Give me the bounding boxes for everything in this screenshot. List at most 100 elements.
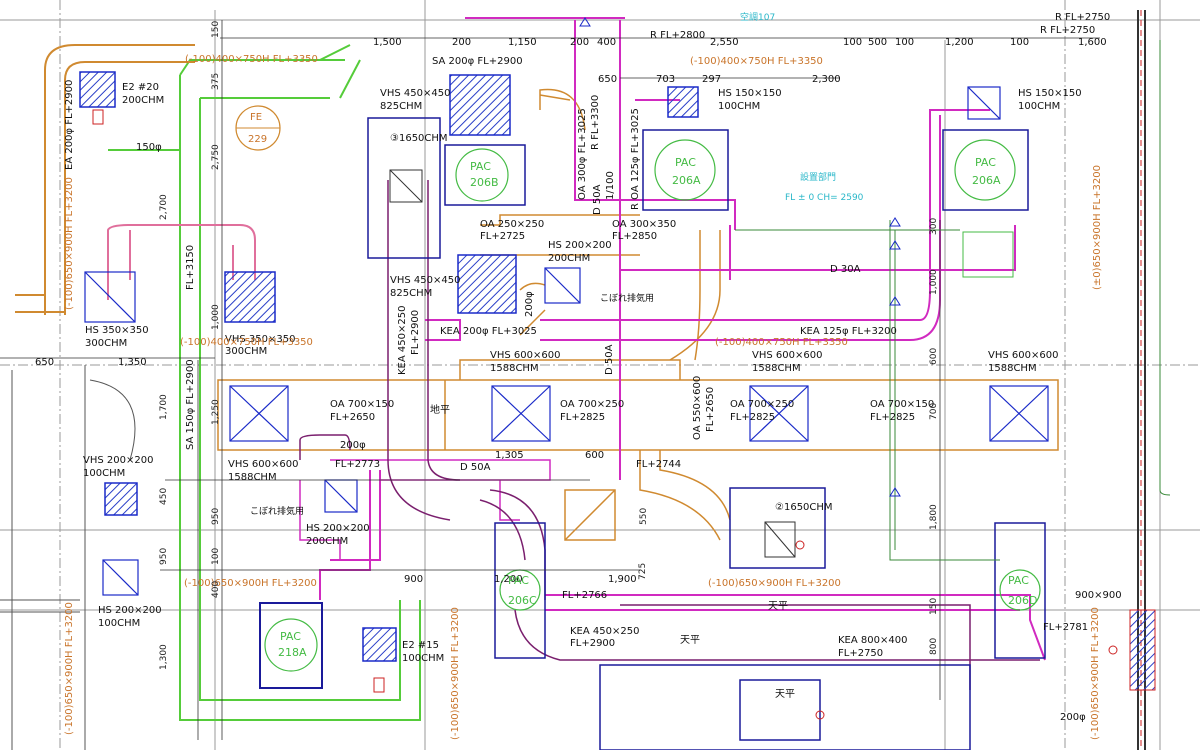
svg-text:206C: 206C: [508, 594, 537, 607]
svg-text:1588CHM: 1588CHM: [752, 363, 801, 374]
svg-text:703: 703: [656, 74, 675, 85]
svg-text:1588CHM: 1588CHM: [988, 363, 1037, 374]
svg-text:150: 150: [211, 21, 221, 38]
svg-text:EA 200φ FL+2900: EA 200φ FL+2900: [64, 80, 75, 170]
svg-text:FL+2825: FL+2825: [870, 412, 915, 423]
svg-text:FL+2650: FL+2650: [330, 412, 375, 423]
svg-text:FL+2900: FL+2900: [570, 638, 615, 649]
svg-text:こぼれ排気用: こぼれ排気用: [600, 292, 654, 304]
svg-text:206A: 206A: [972, 174, 1001, 187]
svg-text:825CHM: 825CHM: [380, 101, 422, 112]
svg-text:R OA 125φ FL+3025: R OA 125φ FL+3025: [630, 108, 641, 210]
x-diffusers: [84, 86, 1049, 596]
svg-text:200CHM: 200CHM: [306, 536, 348, 547]
svg-text:206A: 206A: [672, 174, 701, 187]
svg-text:900×900: 900×900: [1075, 590, 1122, 601]
svg-text:VHS 200×200: VHS 200×200: [83, 455, 153, 466]
svg-text:D 50A: D 50A: [604, 344, 615, 375]
svg-text:天平: 天平: [680, 635, 700, 646]
svg-text:OA 700×250: OA 700×250: [560, 399, 624, 410]
svg-text:800: 800: [929, 638, 939, 655]
svg-text:PAC: PAC: [470, 160, 491, 173]
svg-text:297: 297: [702, 74, 721, 85]
svg-text:HS 150×150: HS 150×150: [718, 88, 782, 99]
svg-text:650: 650: [598, 74, 617, 85]
svg-text:100: 100: [1010, 37, 1029, 48]
svg-text:②1650CHM: ②1650CHM: [775, 502, 833, 513]
svg-text:600: 600: [929, 348, 939, 365]
svg-text:900: 900: [404, 574, 423, 585]
svg-text:1588CHM: 1588CHM: [490, 363, 539, 374]
svg-text:VHS 450×450: VHS 450×450: [380, 88, 450, 99]
svg-text:こぼれ排気用: こぼれ排気用: [250, 505, 304, 517]
svg-text:725: 725: [638, 563, 648, 580]
svg-text:300CHM: 300CHM: [225, 346, 267, 357]
labels: 空調107 1,500 200 1,150 200 400 2,550 100 …: [35, 11, 1122, 723]
svg-text:100CHM: 100CHM: [402, 653, 444, 664]
svg-text:FL+2725: FL+2725: [480, 231, 525, 242]
green-duct: [107, 44, 421, 721]
svg-text:1/100: 1/100: [605, 171, 616, 200]
svg-text:VHS 350×350: VHS 350×350: [225, 334, 295, 345]
svg-text:VHS 450×450: VHS 450×450: [390, 275, 460, 286]
svg-text:200CHM: 200CHM: [122, 95, 164, 106]
oa-trunk: [217, 88, 1059, 541]
svg-text:OA 700×250: OA 700×250: [730, 399, 794, 410]
svg-text:OA 300φ FL+3025: OA 300φ FL+3025: [577, 108, 588, 200]
svg-text:D 30A: D 30A: [830, 264, 861, 275]
svg-text:200φ: 200φ: [524, 291, 535, 317]
svg-text:FL+2900: FL+2900: [410, 310, 421, 355]
svg-text:PAC: PAC: [675, 156, 696, 169]
svg-text:R FL+3300: R FL+3300: [590, 95, 601, 150]
svg-text:100: 100: [211, 548, 221, 565]
svg-text:HS 200×200: HS 200×200: [98, 605, 162, 616]
svg-text:KEA 450×250: KEA 450×250: [570, 626, 639, 637]
svg-text:FL+2766: FL+2766: [562, 590, 607, 601]
svg-text:200CHM: 200CHM: [548, 253, 590, 264]
svg-text:HS 200×200: HS 200×200: [306, 523, 370, 534]
svg-text:HS 200×200: HS 200×200: [548, 240, 612, 251]
svg-text:FL+2650: FL+2650: [705, 387, 716, 432]
svg-text:(-100)650×900H FL+3200: (-100)650×900H FL+3200: [184, 578, 317, 589]
svg-text:200φ: 200φ: [1060, 712, 1086, 723]
svg-text:100: 100: [843, 37, 862, 48]
svg-text:PAC: PAC: [1008, 574, 1029, 587]
svg-text:PAC: PAC: [508, 574, 529, 587]
svg-text:1,150: 1,150: [508, 37, 537, 48]
svg-text:700: 700: [929, 403, 939, 420]
svg-text:(-100)650×900H FL+3200: (-100)650×900H FL+3200: [450, 607, 461, 740]
drain-pipes: [735, 40, 1171, 561]
svg-text:(-100)400×750H FL+3350: (-100)400×750H FL+3350: [715, 337, 848, 348]
svg-text:③1650CHM: ③1650CHM: [390, 133, 448, 144]
svg-text:450: 450: [159, 488, 169, 505]
svg-text:229: 229: [248, 134, 267, 145]
dimension-lines: [0, 20, 1100, 740]
svg-text:100CHM: 100CHM: [1018, 101, 1060, 112]
fe-symbol: [235, 105, 281, 151]
svg-text:100: 100: [895, 37, 914, 48]
svg-text:950: 950: [159, 548, 169, 565]
svg-text:550: 550: [639, 508, 649, 525]
svg-text:PAC: PAC: [975, 156, 996, 169]
svg-text:KEA 450×250: KEA 450×250: [397, 306, 408, 375]
svg-text:375: 375: [211, 73, 221, 90]
fan-box: [389, 169, 796, 558]
svg-text:OA 700×150: OA 700×150: [330, 399, 394, 410]
svg-text:(-100)650×900H FL+3200: (-100)650×900H FL+3200: [708, 578, 841, 589]
pac-units: [259, 129, 1041, 689]
svg-text:1,300: 1,300: [159, 644, 169, 670]
svg-text:D 50A: D 50A: [460, 462, 491, 473]
hatched-diffusers: [79, 71, 699, 662]
svg-text:(-100)400×750H FL+3350: (-100)400×750H FL+3350: [690, 56, 823, 67]
svg-text:1,200: 1,200: [945, 37, 974, 48]
svg-text:1,800: 1,800: [929, 504, 939, 530]
svg-text:1,305: 1,305: [495, 450, 524, 461]
svg-text:206D: 206D: [1008, 594, 1037, 607]
svg-text:(±0)650×900H FL+3200: (±0)650×900H FL+3200: [1092, 165, 1103, 290]
svg-text:FL+3150: FL+3150: [185, 245, 196, 290]
svg-text:SA 150φ FL+2900: SA 150φ FL+2900: [185, 359, 196, 450]
svg-text:FL+2781: FL+2781: [1043, 622, 1088, 633]
svg-text:1,700: 1,700: [159, 394, 169, 420]
svg-text:206B: 206B: [470, 176, 499, 189]
ea-duct: [15, 44, 195, 315]
